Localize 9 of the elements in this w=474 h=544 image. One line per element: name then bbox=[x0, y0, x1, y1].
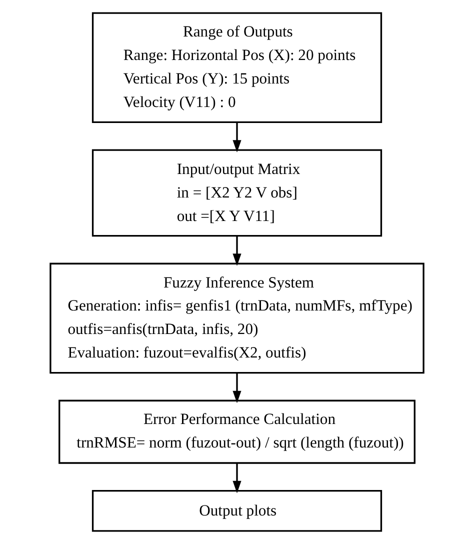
node-box: Range of Outputs Range: Horizontal Pos (X): 20 points Vertical Pos (Y): 15 points Velocity (V11) : 0 bbox=[92, 12, 382, 124]
node-box: Fuzzy Inference System Generation: infis= genfis1 (trnData, numMFs, mfType) outfis=anfis(trnData, infis, 20) Evaluation: fuzout=evalfis(X2, outfis) bbox=[50, 262, 424, 374]
arrow bbox=[232, 236, 242, 266]
node-box: Input/output Matrix in = [X2 Y2 V obs] out =[X Y V11] bbox=[92, 149, 382, 237]
arrow bbox=[232, 373, 242, 404]
node-box: Output plots bbox=[92, 490, 382, 532]
arrow bbox=[232, 122, 242, 152]
node-box: Error Performance Calculation trnRMSE= norm (fuzout-out) / sqrt (length (fuzout)) bbox=[58, 400, 416, 464]
arrow bbox=[232, 463, 242, 494]
